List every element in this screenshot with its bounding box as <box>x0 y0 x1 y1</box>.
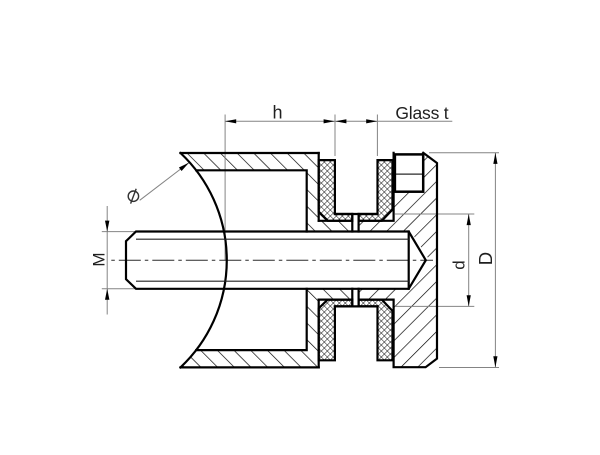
svg-text:M: M <box>90 252 109 266</box>
svg-text:h: h <box>272 103 282 123</box>
svg-text:D: D <box>475 252 496 265</box>
svg-text:d: d <box>450 260 469 269</box>
svg-text:Glass t: Glass t <box>395 103 448 123</box>
